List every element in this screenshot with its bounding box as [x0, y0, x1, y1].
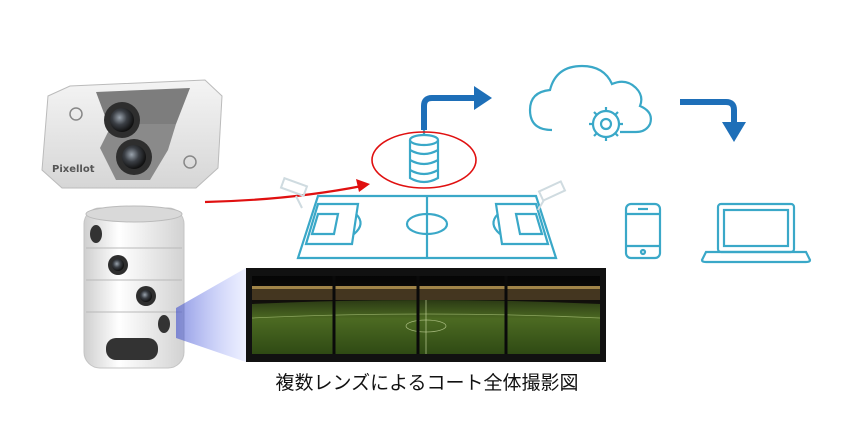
side-camera-left-icon	[279, 176, 309, 209]
blue-arrow-to-devices	[680, 99, 746, 142]
database-server-icon	[408, 130, 440, 184]
camera-brand-label: Pixellot	[52, 164, 95, 175]
projection-beam	[176, 268, 246, 362]
highlight-ellipse	[371, 131, 477, 189]
diagram-caption: 複数レンズによるコート全体撮影図	[275, 372, 579, 394]
cylindrical-camera-icon	[83, 205, 185, 369]
multi-lens-camera-icon: Pixellot	[41, 79, 223, 189]
blue-arrow-to-cloud	[421, 86, 492, 130]
laptop-icon	[700, 202, 812, 264]
cloud-gear-icon	[528, 64, 652, 141]
soccer-field-icon	[296, 194, 558, 260]
panorama-image	[246, 268, 606, 362]
smartphone-icon	[624, 202, 662, 260]
side-camera-right-icon	[537, 180, 567, 211]
red-arrow	[204, 179, 370, 204]
